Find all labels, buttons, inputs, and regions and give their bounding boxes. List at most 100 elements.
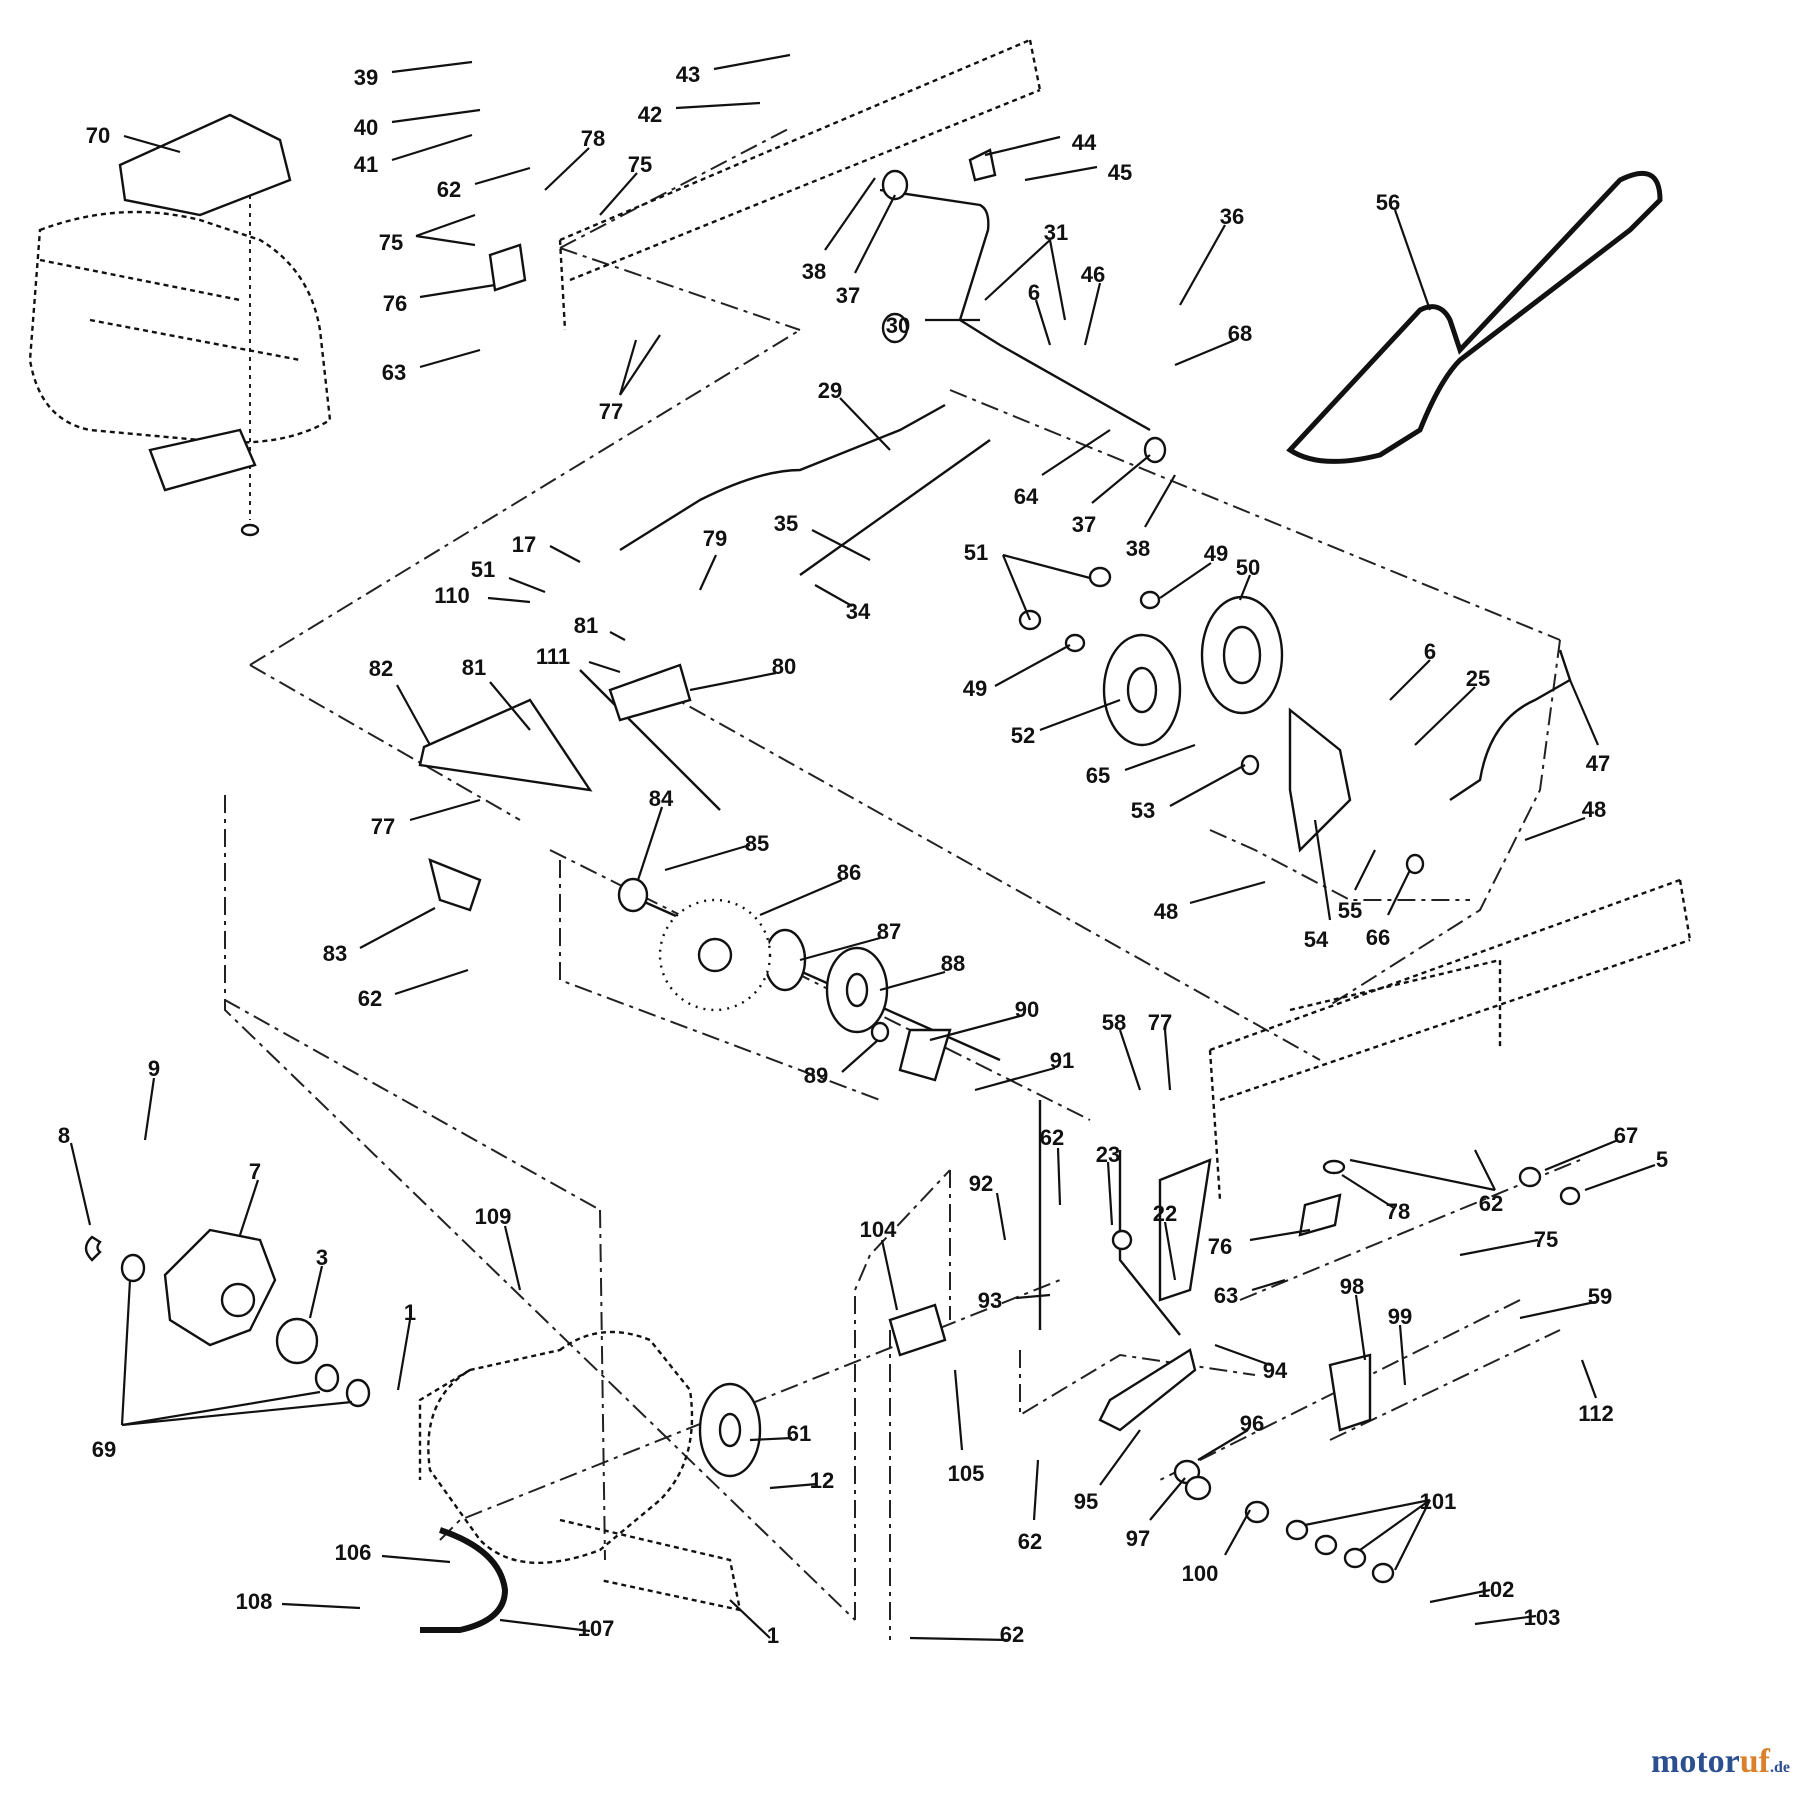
callout-5: 5	[1656, 1147, 1668, 1172]
callout-49: 49	[963, 676, 987, 701]
callout-70: 70	[86, 123, 110, 148]
callout-51: 51	[471, 557, 495, 582]
callout-65: 65	[1086, 763, 1110, 788]
callout-68: 68	[1228, 321, 1252, 346]
callout-42: 42	[638, 102, 662, 127]
callout-91: 91	[1050, 1048, 1074, 1073]
callout-66: 66	[1366, 925, 1390, 950]
callout-38: 38	[1126, 536, 1150, 561]
callout-6: 6	[1028, 280, 1040, 305]
watermark-tld: .de	[1770, 1759, 1790, 1776]
callout-75: 75	[1534, 1227, 1558, 1252]
callout-89: 89	[804, 1063, 828, 1088]
callout-53: 53	[1131, 798, 1155, 823]
rods-and-shafts	[579, 188, 1572, 1336]
pulleys-and-washers	[120, 169, 1581, 1584]
callout-107: 107	[578, 1616, 615, 1641]
callout-48: 48	[1154, 899, 1178, 924]
callout-35: 35	[774, 511, 798, 536]
callout-31: 31	[1044, 220, 1068, 245]
callout-1: 1	[767, 1623, 779, 1648]
callout-75: 75	[628, 152, 652, 177]
callout-82: 82	[369, 656, 393, 681]
callout-59: 59	[1588, 1284, 1612, 1309]
callout-86: 86	[837, 860, 861, 885]
callout-50: 50	[1236, 555, 1260, 580]
callout-111: 111	[536, 644, 570, 669]
callout-90: 90	[1015, 997, 1039, 1022]
callout-69: 69	[92, 1437, 116, 1462]
frame-rails	[558, 38, 1692, 1201]
callout-101: 101	[1420, 1489, 1457, 1514]
callout-62: 62	[1479, 1191, 1503, 1216]
watermark-accent: uf	[1739, 1743, 1770, 1780]
callout-8: 8	[58, 1123, 70, 1148]
callout-78: 78	[1386, 1199, 1410, 1224]
callout-41: 41	[354, 152, 378, 177]
callout-6: 6	[1424, 639, 1436, 664]
callout-110: 110	[434, 583, 470, 608]
callout-25: 25	[1466, 666, 1490, 691]
callout-77: 77	[1148, 1010, 1172, 1035]
callout-61: 61	[787, 1421, 811, 1446]
callout-76: 76	[383, 291, 407, 316]
callout-1: 1	[404, 1300, 416, 1325]
callout-23: 23	[1096, 1142, 1120, 1167]
callout-106: 106	[335, 1540, 372, 1565]
callout-38: 38	[802, 259, 826, 284]
callout-102: 102	[1478, 1577, 1515, 1602]
callout-22: 22	[1153, 1201, 1177, 1226]
callout-109: 109	[475, 1204, 512, 1229]
callout-40: 40	[354, 115, 378, 140]
callout-80: 80	[772, 654, 796, 679]
callout-67: 67	[1614, 1123, 1638, 1148]
callout-29: 29	[818, 378, 842, 403]
callout-36: 36	[1220, 204, 1244, 229]
callout-34: 34	[846, 599, 871, 624]
callout-77: 77	[371, 814, 395, 839]
callout-78: 78	[581, 126, 605, 151]
drive-belt	[1286, 170, 1663, 464]
callout-75: 75	[379, 230, 403, 255]
callout-94: 94	[1263, 1358, 1288, 1383]
callout-58: 58	[1102, 1010, 1126, 1035]
callout-97: 97	[1126, 1526, 1150, 1551]
callout-37: 37	[836, 283, 860, 308]
callout-12: 12	[810, 1468, 834, 1493]
callout-83: 83	[323, 941, 347, 966]
callout-63: 63	[382, 360, 406, 385]
callout-99: 99	[1388, 1304, 1412, 1329]
callout-9: 9	[148, 1056, 160, 1081]
callout-81: 81	[574, 613, 598, 638]
callout-62: 62	[358, 986, 382, 1011]
callout-96: 96	[1240, 1411, 1264, 1436]
callout-62: 62	[1040, 1125, 1064, 1150]
leader-lines	[69, 53, 1656, 1642]
callout-84: 84	[649, 786, 674, 811]
transaxle-assembly	[84, 1228, 742, 1633]
callout-100: 100	[1182, 1561, 1219, 1586]
callout-62: 62	[437, 177, 461, 202]
callout-39: 39	[354, 65, 378, 90]
callout-49: 49	[1204, 541, 1228, 566]
callout-88: 88	[941, 951, 965, 976]
callout-51: 51	[964, 540, 988, 565]
callout-47: 47	[1586, 751, 1610, 776]
callout-17: 17	[512, 532, 536, 557]
callout-104: 104	[860, 1217, 897, 1242]
callout-105: 105	[948, 1461, 985, 1486]
callout-79: 79	[703, 526, 727, 551]
callout-103: 103	[1524, 1605, 1561, 1630]
callout-45: 45	[1108, 160, 1132, 185]
callout-43: 43	[676, 62, 700, 87]
callout-52: 52	[1011, 723, 1035, 748]
callout-3: 3	[316, 1245, 328, 1270]
callout-63: 63	[1214, 1283, 1238, 1308]
callout-44: 44	[1072, 130, 1097, 155]
callout-46: 46	[1081, 262, 1105, 287]
watermark-logo: motoruf.de	[1651, 1743, 1790, 1781]
callout-55: 55	[1338, 898, 1362, 923]
callout-48: 48	[1582, 797, 1606, 822]
